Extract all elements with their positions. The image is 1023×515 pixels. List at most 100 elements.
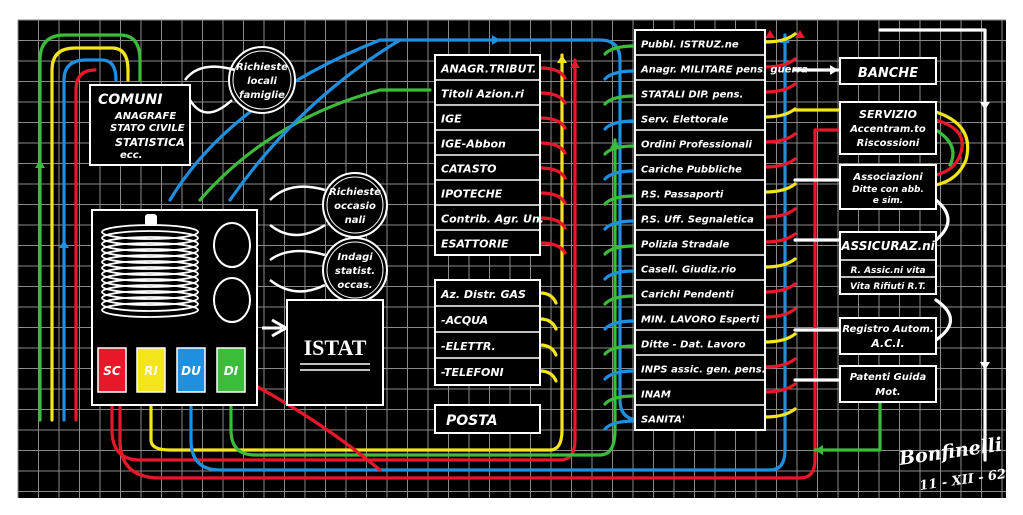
green-loop-outer — [38, 33, 142, 422]
servizio-line-1: SERVIZIO — [859, 108, 917, 121]
flow-arrow — [492, 35, 500, 45]
right-feeder — [763, 157, 797, 169]
utilities-column: Az. Distr. GAS-ACQUA-ELETTR.-TELEFONI — [434, 279, 541, 386]
comuni-line-3: STATISTICA — [115, 136, 185, 149]
right-feeder — [763, 132, 797, 144]
associazioni-box: Associazioni Ditte con abb. e sim. — [839, 164, 937, 210]
code-box-du: DU — [176, 347, 206, 393]
left-column-item-5: IPOTECHE — [441, 188, 503, 201]
bubble-famiglie-line-1: Richieste — [236, 62, 288, 73]
bubble-occasionali-line-1: Richieste — [329, 187, 381, 198]
right-feeder-left — [603, 69, 637, 81]
left-feeder-red — [538, 191, 567, 205]
left-feeder-red — [538, 166, 567, 180]
assicurazioni-box: ASSICURAZ.ni R. Assic.ni vita Vita Rifiu… — [839, 231, 937, 295]
white-assoc — [934, 198, 950, 242]
right-feeder — [763, 107, 797, 119]
right-column-item-12: Ditte - Dat. Lavoro — [641, 340, 746, 351]
bubble-famiglie-line-2: locali — [247, 76, 277, 87]
right-column-item-14: INAM — [641, 390, 671, 401]
registro-line-1: Registro Autom. — [842, 324, 933, 335]
left-column-item-1: Titoli Azion.ri — [441, 88, 524, 101]
left-feeder-red — [538, 216, 567, 230]
comuni-title: COMUNI — [98, 92, 162, 108]
associazioni-line-1: Associazioni — [852, 172, 923, 183]
banche-box: BANCHE — [839, 57, 937, 85]
red-far-right — [118, 128, 882, 480]
code-box-sc: SC — [97, 347, 127, 393]
banche-label: BANCHE — [858, 66, 918, 81]
left-column-item-0: ANAGR.TRIBUT. — [440, 63, 536, 76]
bubble-indagini-line-1: Indagi — [337, 252, 373, 263]
bubble-indagini-line-2: statist. — [335, 266, 375, 277]
right-feeder — [763, 282, 797, 294]
bubble-famiglie-line-3: famiglie — [239, 90, 285, 101]
blue-trunk — [189, 33, 787, 472]
left-column-item-2: IGE — [441, 113, 462, 126]
right-column-item-5: Cariche Pubbliche — [641, 165, 742, 176]
left-feeder-red — [538, 66, 567, 80]
white-right-loop — [878, 28, 987, 462]
code-du: DU — [181, 364, 201, 378]
registro-box: Registro Autom. A.C.I. — [839, 317, 937, 355]
code-ri: RI — [144, 364, 158, 378]
right-feeder-left — [603, 369, 637, 381]
right-column-item-3: Serv. Elettorale — [641, 115, 728, 126]
flow-arrow — [570, 60, 580, 68]
code-box-di: DI — [216, 347, 246, 393]
right-feeder-left — [603, 419, 637, 431]
flow-arrow — [765, 30, 775, 38]
right-feeder — [763, 57, 797, 69]
right-feeder — [763, 357, 797, 369]
right-feeder-left — [603, 294, 637, 306]
servizio-line-2: Accentram.to — [849, 124, 926, 135]
flow-lines — [35, 28, 990, 480]
flow-arrow — [610, 140, 620, 148]
right-column-item-2: STATALI DIP. pens. — [641, 90, 743, 101]
right-column-item-13: INPS assic. gen. pens. — [641, 365, 766, 376]
red-servizio — [934, 118, 964, 177]
left-column-item-3: IGE-Abbon — [441, 138, 506, 151]
left-feeder-red — [538, 91, 567, 105]
flow-arrow — [795, 30, 805, 38]
right-column-item-6: P.S. Passaporti — [641, 190, 724, 201]
right-column-item-8: Polizia Stradale — [641, 240, 730, 251]
right-feeder-left — [603, 169, 637, 181]
bubble-occasionali: Richieste occasio nali — [322, 172, 388, 238]
right-feeder — [763, 182, 797, 194]
assicurazioni-row-1: R. Assic.ni vita — [850, 266, 925, 276]
bubble-occasionali-line-2: occasio — [334, 201, 376, 212]
green-arch — [198, 88, 432, 202]
patenti-box: Patenti Guida Mot. — [839, 365, 937, 403]
posta-box: POSTA — [434, 404, 541, 434]
right-feeder-left — [603, 244, 637, 256]
code-di: DI — [224, 364, 239, 378]
code-sc: SC — [103, 364, 121, 378]
comuni-line-4: ecc. — [120, 150, 142, 161]
right-feeder — [763, 207, 797, 219]
flow-arrow — [35, 160, 45, 168]
comuni-line-2: STATO CIVILE — [110, 123, 185, 134]
assicurazioni-row-2: Vita Rifiuti R.T. — [850, 282, 926, 292]
right-feeder-left — [603, 319, 637, 331]
bubble-arrows — [184, 65, 326, 293]
associazioni-line-3: e sim. — [873, 196, 903, 206]
right-feeder-left — [603, 44, 637, 56]
blue-arch-inner — [228, 38, 402, 202]
green-patenti — [813, 400, 882, 452]
utility-item-2: -ELETTR. — [441, 340, 496, 353]
istat-label: ISTAT — [304, 335, 367, 360]
right-feeder — [763, 307, 797, 319]
utility-item-0: Az. Distr. GAS — [440, 288, 526, 301]
blue-arch — [168, 38, 642, 422]
istat-box: ISTAT — [262, 299, 384, 406]
flow-arrow — [557, 55, 567, 63]
comuni-box: COMUNI ANAGRAFE STATO CIVILE STATISTICA … — [89, 84, 191, 166]
assicurazioni-label: ASSICURAZ.ni — [840, 239, 935, 253]
white-reg — [934, 298, 953, 342]
right-feeder-left — [603, 194, 637, 206]
yellow-loop-outer — [50, 46, 130, 422]
right-feeder-left — [603, 344, 637, 356]
bubble-indagini: Indagi statist. occas. — [322, 237, 388, 303]
